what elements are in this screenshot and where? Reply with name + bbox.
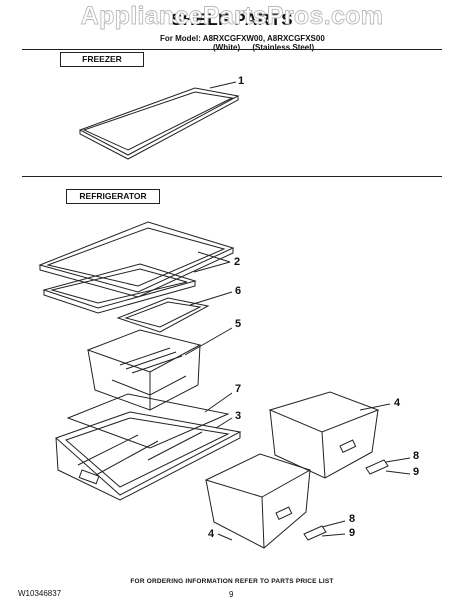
callout-9-upper: 9 [413,466,420,478]
callout-6: 6 [235,285,242,297]
page-title: SHELF PARTS [170,10,294,29]
variant-white: (White) [213,43,241,52]
part-glass-shelves [38,221,235,314]
ordering-note: FOR ORDERING INFORMATION REFER TO PARTS … [130,578,334,585]
callout-4-upper: 4 [394,397,401,409]
middle-divider [22,176,442,177]
callout-3: 3 [235,410,242,422]
callout-7: 7 [235,383,242,395]
refrigerator-section-label: REFRIGERATOR [66,189,160,204]
part-crisper-frame [55,411,242,501]
callout-1: 1 [238,75,245,87]
part-clips-lower [303,520,346,541]
model-line: For Model: A8RXCGFXW00, A8RXCGFXS00 [160,34,325,43]
top-divider [22,49,442,50]
model-variants: (White) (Stainless Steel) [213,43,324,52]
part-deli-drawer [86,327,233,411]
page-number: 9 [229,590,234,599]
watermark: AppliancePartsPros.com [80,2,384,31]
freezer-section-label: FREEZER [60,52,144,67]
part-freezer-shelf [78,81,240,160]
part-crisper-drawer-upper [268,391,391,479]
document-number: W10346837 [18,589,62,598]
callout-8-upper: 8 [413,450,420,462]
part-pan-cover [116,291,233,333]
part-crisper-drawer-lower [204,453,312,549]
callout-2: 2 [234,256,241,268]
callout-8-lower: 8 [349,513,356,525]
callout-5: 5 [235,318,242,330]
callout-9-lower: 9 [349,527,356,539]
callout-4-lower: 4 [208,528,215,540]
variant-stainless: (Stainless Steel) [252,43,315,52]
part-clips-upper [365,457,411,475]
part-crisper-glass [66,392,233,449]
